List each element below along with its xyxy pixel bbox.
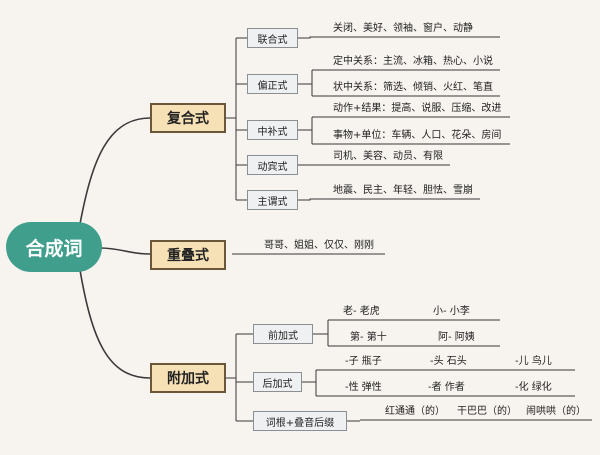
leaf-qianjia-a: 老- 老虎 [343, 306, 380, 317]
underline-cigen [347, 419, 592, 422]
node-chongdie[interactable]: 重叠式 [150, 240, 226, 270]
link-root-fujia [79, 269, 151, 379]
node-qianjia[interactable]: 前加式 [253, 324, 313, 344]
node-houjia[interactable]: 后加式 [253, 372, 302, 392]
node-zhuwei[interactable]: 主谓式 [247, 190, 298, 210]
leaf-pianzheng-2: 状中关系：筛选、倾销、火红、笔直 [333, 82, 493, 93]
link-root-fuhe [79, 117, 151, 225]
root-node[interactable]: 合成词 [6, 222, 102, 272]
leaf-qianjia-b: 小- 小李 [433, 306, 470, 317]
underline-lianhe [298, 36, 500, 39]
node-fujia[interactable]: 附加式 [150, 363, 226, 393]
leaf-cigen-c: 闹哄哄（的） [526, 406, 586, 417]
node-cigen[interactable]: 词根+叠音后缀 [253, 411, 347, 431]
node-fuhe[interactable]: 复合式 [150, 103, 226, 133]
underline-zhuwei [298, 198, 480, 201]
leaf-qianjia-c: 第- 第十 [350, 332, 387, 343]
leaf-pianzheng-1: 定中关系：主流、冰箱、热心、小说 [333, 56, 493, 67]
link-fujia-bracket [226, 333, 253, 422]
link-root-chongdie [99, 247, 151, 255]
link-fuhe-bracket [226, 37, 247, 201]
node-dongbin[interactable]: 动宾式 [247, 155, 298, 175]
leaf-zhongbu-2: 事物+单位：车辆、人口、花朵、房间 [333, 130, 502, 141]
leaf-dongbin: 司机、美容、动员、有限 [333, 151, 443, 162]
leaf-qianjia-d: 阿- 阿姨 [438, 332, 475, 343]
underline-zhongbu [298, 116, 510, 145]
leaf-cigen-b: 干巴巴（的） [457, 406, 517, 417]
leaf-zhuwei: 地震、民主、年轻、胆怯、雪崩 [333, 185, 473, 196]
underline-houjia [302, 369, 575, 397]
underline-qianjia [313, 319, 500, 347]
leaf-zhongbu-1: 动作+结果：提高、说服、压缩、改进 [333, 103, 502, 114]
node-lianhe[interactable]: 联合式 [247, 28, 298, 48]
leaf-houjia-f: -化 绿化 [515, 382, 552, 393]
leaf-cigen-a: 红通通（的） [385, 406, 445, 417]
leaf-chongdie: 哥哥、姐姐、仅仅、刚刚 [264, 240, 374, 251]
leaf-houjia-a: -子 瓶子 [345, 356, 382, 367]
leaf-houjia-d: -性 弹性 [345, 382, 382, 393]
node-zhongbu[interactable]: 中补式 [247, 120, 298, 140]
node-pianzheng[interactable]: 偏正式 [247, 74, 298, 94]
underline-pianzheng [298, 69, 500, 97]
leaf-houjia-c: -儿 鸟儿 [515, 356, 552, 367]
leaf-houjia-b: -头 石头 [430, 356, 467, 367]
leaf-houjia-e: -者 作者 [428, 382, 465, 393]
leaf-lianhe: 关闭、美好、领袖、窗户、动静 [333, 23, 473, 34]
